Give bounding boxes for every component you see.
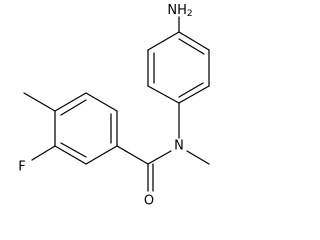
bond-c-f xyxy=(31,145,56,161)
bond-n-methyl xyxy=(186,150,210,165)
double-bond-inner xyxy=(60,99,87,116)
amide-nitrogen-label: N xyxy=(174,139,184,154)
fluoromethylphenyl-ring xyxy=(54,92,118,165)
bond xyxy=(147,85,180,104)
double-bond-inner xyxy=(178,82,204,98)
bond xyxy=(178,31,210,51)
bond-n-carbonyl xyxy=(147,150,172,165)
bond xyxy=(85,145,118,165)
aminophenyl-ring xyxy=(147,31,210,104)
bond-aryl-methyl xyxy=(23,92,56,112)
bond xyxy=(54,92,87,112)
carbonyl-oxygen-label: O xyxy=(144,194,154,209)
bond xyxy=(85,92,118,112)
amine-label: NH2 xyxy=(167,3,192,20)
chemical-structure-diagram: NH2 N O F xyxy=(18,3,210,209)
bond xyxy=(178,85,210,104)
double-bond-inner xyxy=(60,142,87,158)
fluorine-label: F xyxy=(18,160,25,175)
bond-carbonyl-ring xyxy=(116,145,149,165)
bond xyxy=(147,31,180,51)
bond xyxy=(54,145,87,165)
double-bond-inner xyxy=(178,38,205,55)
